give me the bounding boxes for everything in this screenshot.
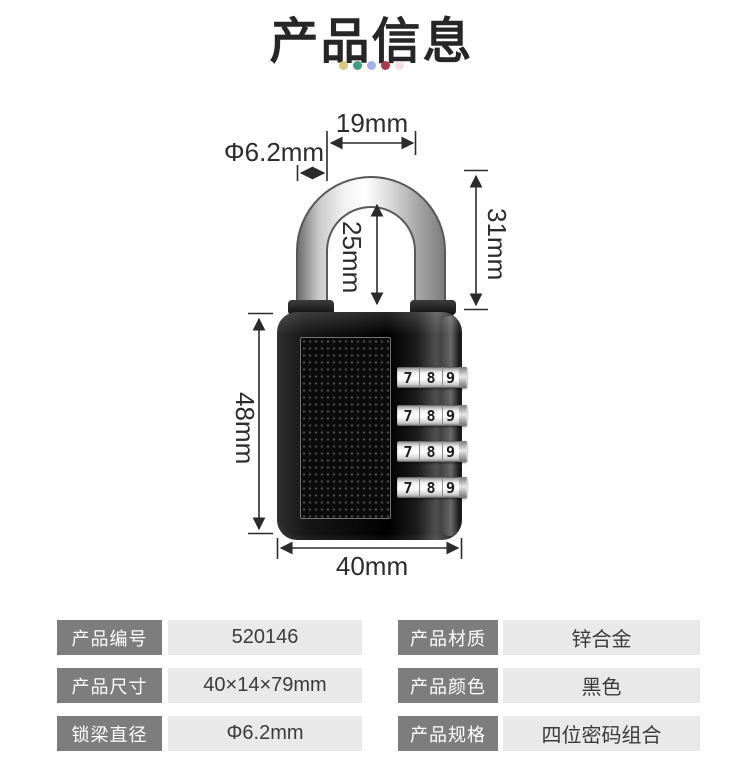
accent-dot-2: [353, 61, 362, 70]
dim-label-shackle-outer-height: 31mm: [482, 208, 512, 281]
accent-dot-4: [381, 61, 390, 70]
combination-dial-3: 7 8 9: [397, 441, 467, 462]
spec-label-product-size: 产品尺寸: [57, 668, 162, 703]
dim-label-shackle-inner-height: 25mm: [337, 221, 367, 294]
accent-dot-5: [395, 61, 404, 70]
accent-dot-3: [367, 61, 376, 70]
spec-value-shackle-diameter: Φ6.2mm: [168, 716, 362, 751]
spec-value-product-number: 520146: [168, 620, 362, 655]
spec-label-color: 产品颜色: [398, 668, 498, 703]
spec-value-color: 黑色: [503, 668, 700, 703]
combination-dial-2: 7 8 9: [397, 405, 467, 426]
dial-digit: 7: [397, 405, 420, 426]
spec-label-product-number: 产品编号: [57, 620, 162, 655]
spec-label-specification: 产品规格: [398, 716, 498, 751]
dim-label-shackle-inner-width: 19mm: [335, 108, 409, 138]
spec-label-material: 产品材质: [398, 620, 498, 655]
dial-digit: 9: [446, 442, 456, 461]
dial-digit: 7: [397, 477, 420, 498]
combination-dial-1: 7 8 9: [397, 367, 467, 388]
spec-value-material: 锌合金: [503, 620, 700, 655]
dial-edge-tab: [459, 477, 466, 498]
dial-digit: 9: [446, 478, 456, 497]
dim-label-body-height: 48mm: [230, 392, 260, 465]
dial-digit: 9: [446, 368, 456, 387]
dial-digit: 9: [446, 406, 456, 425]
shackle-collar-right: [410, 300, 456, 315]
combination-dial-4: 7 8 9: [397, 477, 467, 498]
dial-digit: 8: [420, 367, 443, 388]
dial-digit: 8: [420, 477, 443, 498]
dial-digit: 8: [420, 405, 443, 426]
accent-dots: [0, 61, 743, 70]
spec-value-specification: 四位密码组合: [503, 716, 700, 751]
dial-column-highlight: [441, 316, 459, 536]
dial-edge-tab: [459, 367, 466, 388]
dial-digit: 8: [420, 441, 443, 462]
dial-edge-tab: [459, 405, 466, 426]
page-title: 产品信息: [269, 15, 474, 69]
shackle-collar-left: [288, 300, 334, 315]
dial-edge-tab: [459, 441, 466, 462]
spec-label-shackle-diameter: 锁梁直径: [57, 716, 162, 751]
dial-digit: 7: [397, 441, 420, 462]
spec-value-product-size: 40×14×79mm: [168, 668, 362, 703]
padlock-grip-panel: [300, 337, 391, 519]
accent-dot-1: [339, 61, 348, 70]
dial-digit: 7: [397, 367, 420, 388]
dim-label-body-width: 40mm: [335, 551, 409, 581]
dim-label-shackle-diameter: Φ6.2mm: [223, 137, 325, 167]
